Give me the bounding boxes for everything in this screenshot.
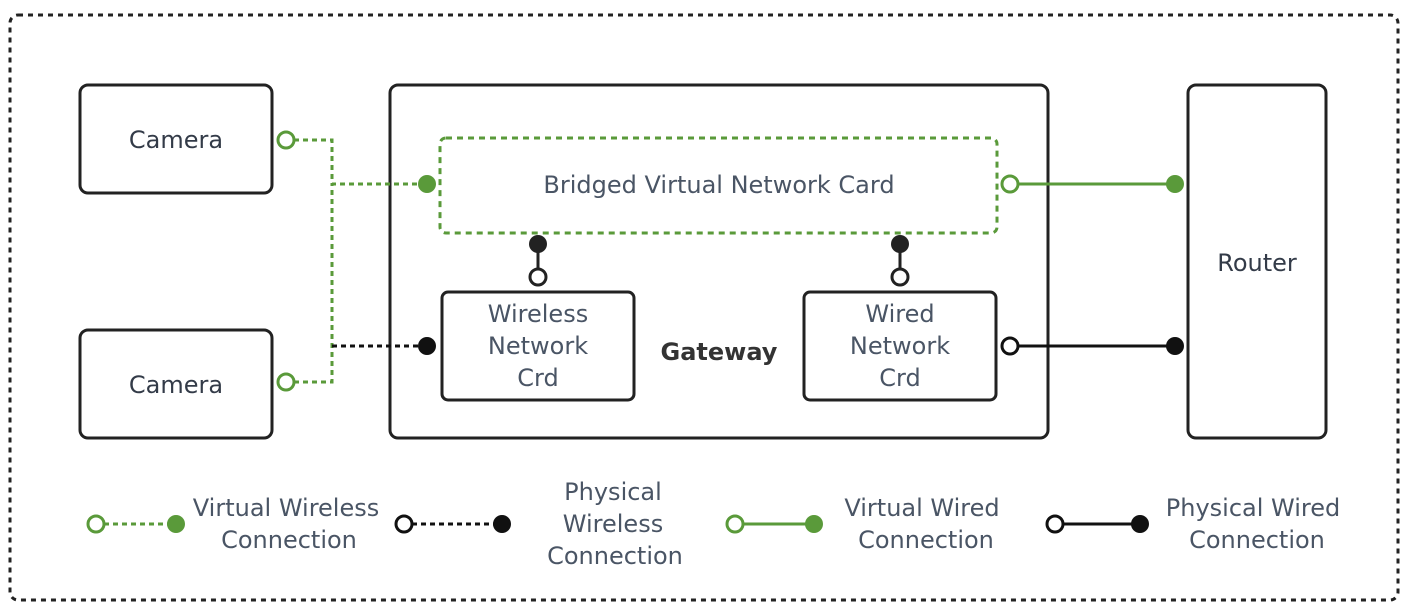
wired-card-box (802, 290, 998, 402)
legend-virtual-wireless-label-2: Connection (221, 526, 357, 554)
bridged-wired-top-dot (891, 235, 909, 253)
router-physical-port (1166, 337, 1184, 355)
bridged-left-port (418, 175, 436, 193)
legend-physical-wireless-label-1: Physical (564, 478, 662, 506)
bridged-card-box (438, 136, 999, 235)
legend-physical-wireless: Physical Wireless Connection (394, 478, 683, 570)
camera-bottom-box (78, 328, 274, 440)
bridged-right-port (1000, 174, 1020, 194)
router-box (1186, 83, 1328, 440)
bridged-wired-bottom-dot (890, 267, 910, 287)
bridged-wireless-top-dot (529, 235, 547, 253)
router-label: Router (1217, 249, 1297, 277)
wireless-card-label-2: Network (488, 332, 588, 360)
camera-top-box (78, 83, 274, 195)
camera-bottom-virtual-link (294, 184, 334, 384)
wireless-card-label-3: Crd (517, 364, 558, 392)
legend-virtual-wired-label-2: Connection (858, 526, 994, 554)
wired-card-label-3: Crd (879, 364, 920, 392)
legend-physical-wireless-label-3: Connection (547, 542, 683, 570)
legend-physical-wired: Physical Wired Connection (1045, 494, 1340, 554)
legend-physical-wired-label-1: Physical Wired (1166, 494, 1340, 522)
wired-card-label-1: Wired (865, 300, 934, 328)
legend-physical-wireless-label-2: Wireless (563, 510, 663, 538)
camera-top-virtual-link (294, 138, 427, 186)
outer-frame (8, 13, 1400, 602)
camera-top-port (276, 130, 296, 150)
legend-virtual-wired: Virtual Wired Connection (725, 494, 1000, 554)
wireless-card-port (418, 337, 436, 355)
wireless-card-label-1: Wireless (488, 300, 588, 328)
wired-card-port (1000, 336, 1020, 356)
legend-virtual-wireless: Virtual Wireless Connection (86, 494, 379, 554)
wireless-card-box (440, 290, 636, 402)
legend-physical-wired-label-2: Connection (1189, 526, 1325, 554)
camera-top-label: Camera (129, 126, 223, 154)
bridged-wireless-bottom-dot (528, 267, 548, 287)
camera-bottom-port (276, 372, 296, 392)
router-virtual-port (1166, 175, 1184, 193)
wired-card-label-2: Network (850, 332, 950, 360)
bridged-card-label: Bridged Virtual Network Card (543, 171, 894, 199)
legend-virtual-wireless-label-1: Virtual Wireless (193, 494, 379, 522)
camera-bottom-label: Camera (129, 371, 223, 399)
legend-virtual-wired-label-1: Virtual Wired (844, 494, 999, 522)
gateway-label: Gateway (661, 338, 778, 366)
